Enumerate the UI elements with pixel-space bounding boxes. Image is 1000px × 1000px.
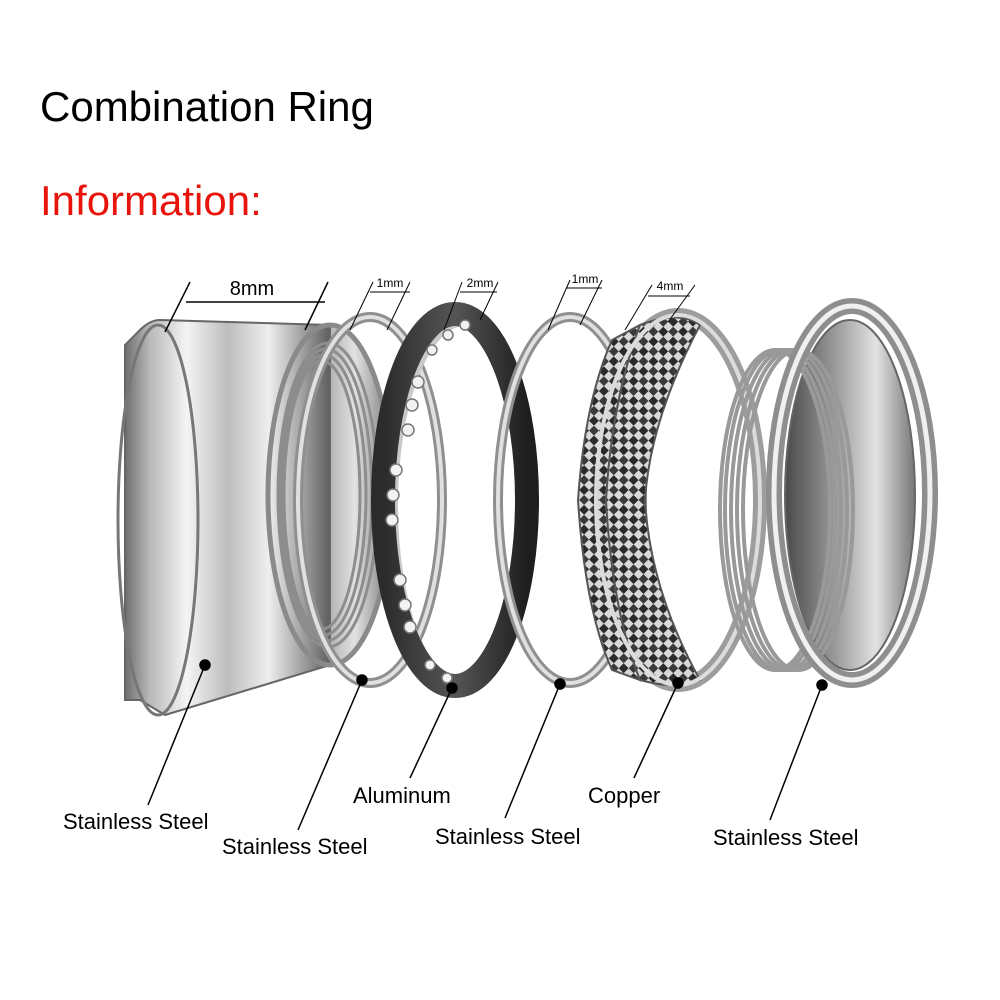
dimension-label: 1mm [572, 272, 599, 286]
page-title: Combination Ring [40, 83, 374, 130]
material-leaders [147, 659, 828, 831]
dimension-1mm-b: 1mm [547, 272, 603, 331]
dimension-label: 1mm [377, 276, 404, 290]
material-label: Stainless Steel [713, 825, 859, 850]
dimension-4mm: 4mm [624, 279, 696, 331]
material-label: Aluminum [353, 783, 451, 808]
dimension-label: 8mm [230, 278, 274, 300]
material-label: Stainless Steel [435, 824, 581, 849]
dimension-label: 2mm [467, 276, 494, 290]
black-aluminum-ring [371, 302, 539, 698]
thin-steel-ring-1 [293, 312, 447, 688]
material-label: Stainless Steel [222, 834, 368, 859]
grooved-steel-ring [718, 298, 938, 688]
dimension-1mm-a: 1mm [349, 276, 411, 331]
base-band-ring [116, 318, 395, 717]
dimension-2mm: 2mm [443, 276, 499, 331]
dimension-label: 4mm [657, 279, 684, 293]
material-label: Stainless Steel [63, 809, 209, 834]
dimension-8mm: 8mm [164, 278, 329, 333]
material-label: Copper [588, 783, 660, 808]
information-heading: Information: [40, 177, 262, 224]
